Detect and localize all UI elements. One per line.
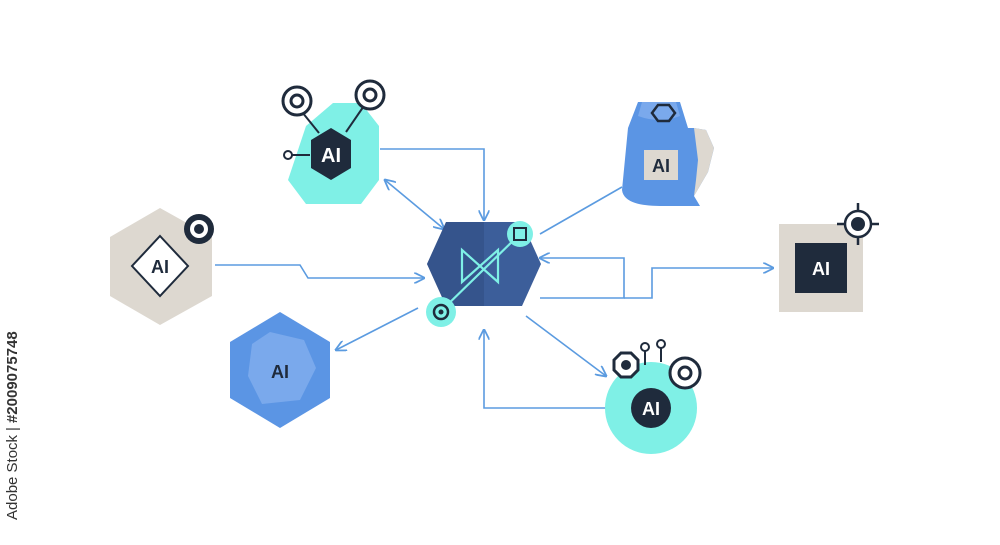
- watermark-separator: |: [4, 427, 21, 431]
- connector-right-loop-to-hub: [540, 258, 625, 299]
- top-right-node-label: AI: [652, 156, 670, 176]
- robot-bag-icon: [622, 102, 714, 206]
- chip-square-icon: [779, 203, 879, 312]
- hub-target-node-dot: [438, 309, 444, 315]
- antenna-circle-icon: [605, 339, 702, 454]
- hub-target-node-ring: [432, 303, 450, 321]
- connector-left-to-hub: [215, 264, 424, 278]
- diamond-hexagon-icon: [110, 208, 214, 325]
- stock-watermark: Adobe Stock | #2009075748: [4, 331, 21, 520]
- right-node-label: AI: [812, 259, 830, 279]
- left-node-label: AI: [151, 257, 169, 277]
- connector-bottom-right-to-hub: [484, 330, 606, 409]
- watermark-id: #2009075748: [4, 331, 21, 424]
- connector-hub-to-bottom-right: [525, 315, 606, 376]
- hub-hexagon-shade: [427, 222, 484, 306]
- hub-square-node: [507, 221, 533, 247]
- top-left-node-label: AI: [321, 145, 341, 167]
- watermark-brand: Adobe Stock: [4, 434, 21, 520]
- bottom-right-node-label: AI: [642, 399, 660, 419]
- connector-hub-to-bottom-left: [336, 307, 419, 350]
- connector-top-right-to-hub: [539, 186, 623, 235]
- hourglass-network-icon: [439, 233, 521, 313]
- connector-top-left-to-hub: [380, 148, 484, 220]
- connector-hub-top-left-bidirectional: [385, 180, 444, 229]
- blue-hexagon-icon: [230, 312, 330, 428]
- hub-square-node-glyph: [513, 227, 527, 241]
- bottom-left-node-label: AI: [271, 362, 289, 382]
- circuit-hexagon-icon: [281, 79, 386, 204]
- connector-lines: [215, 148, 773, 409]
- central-hub: [426, 221, 541, 327]
- connector-hub-to-right: [624, 268, 773, 299]
